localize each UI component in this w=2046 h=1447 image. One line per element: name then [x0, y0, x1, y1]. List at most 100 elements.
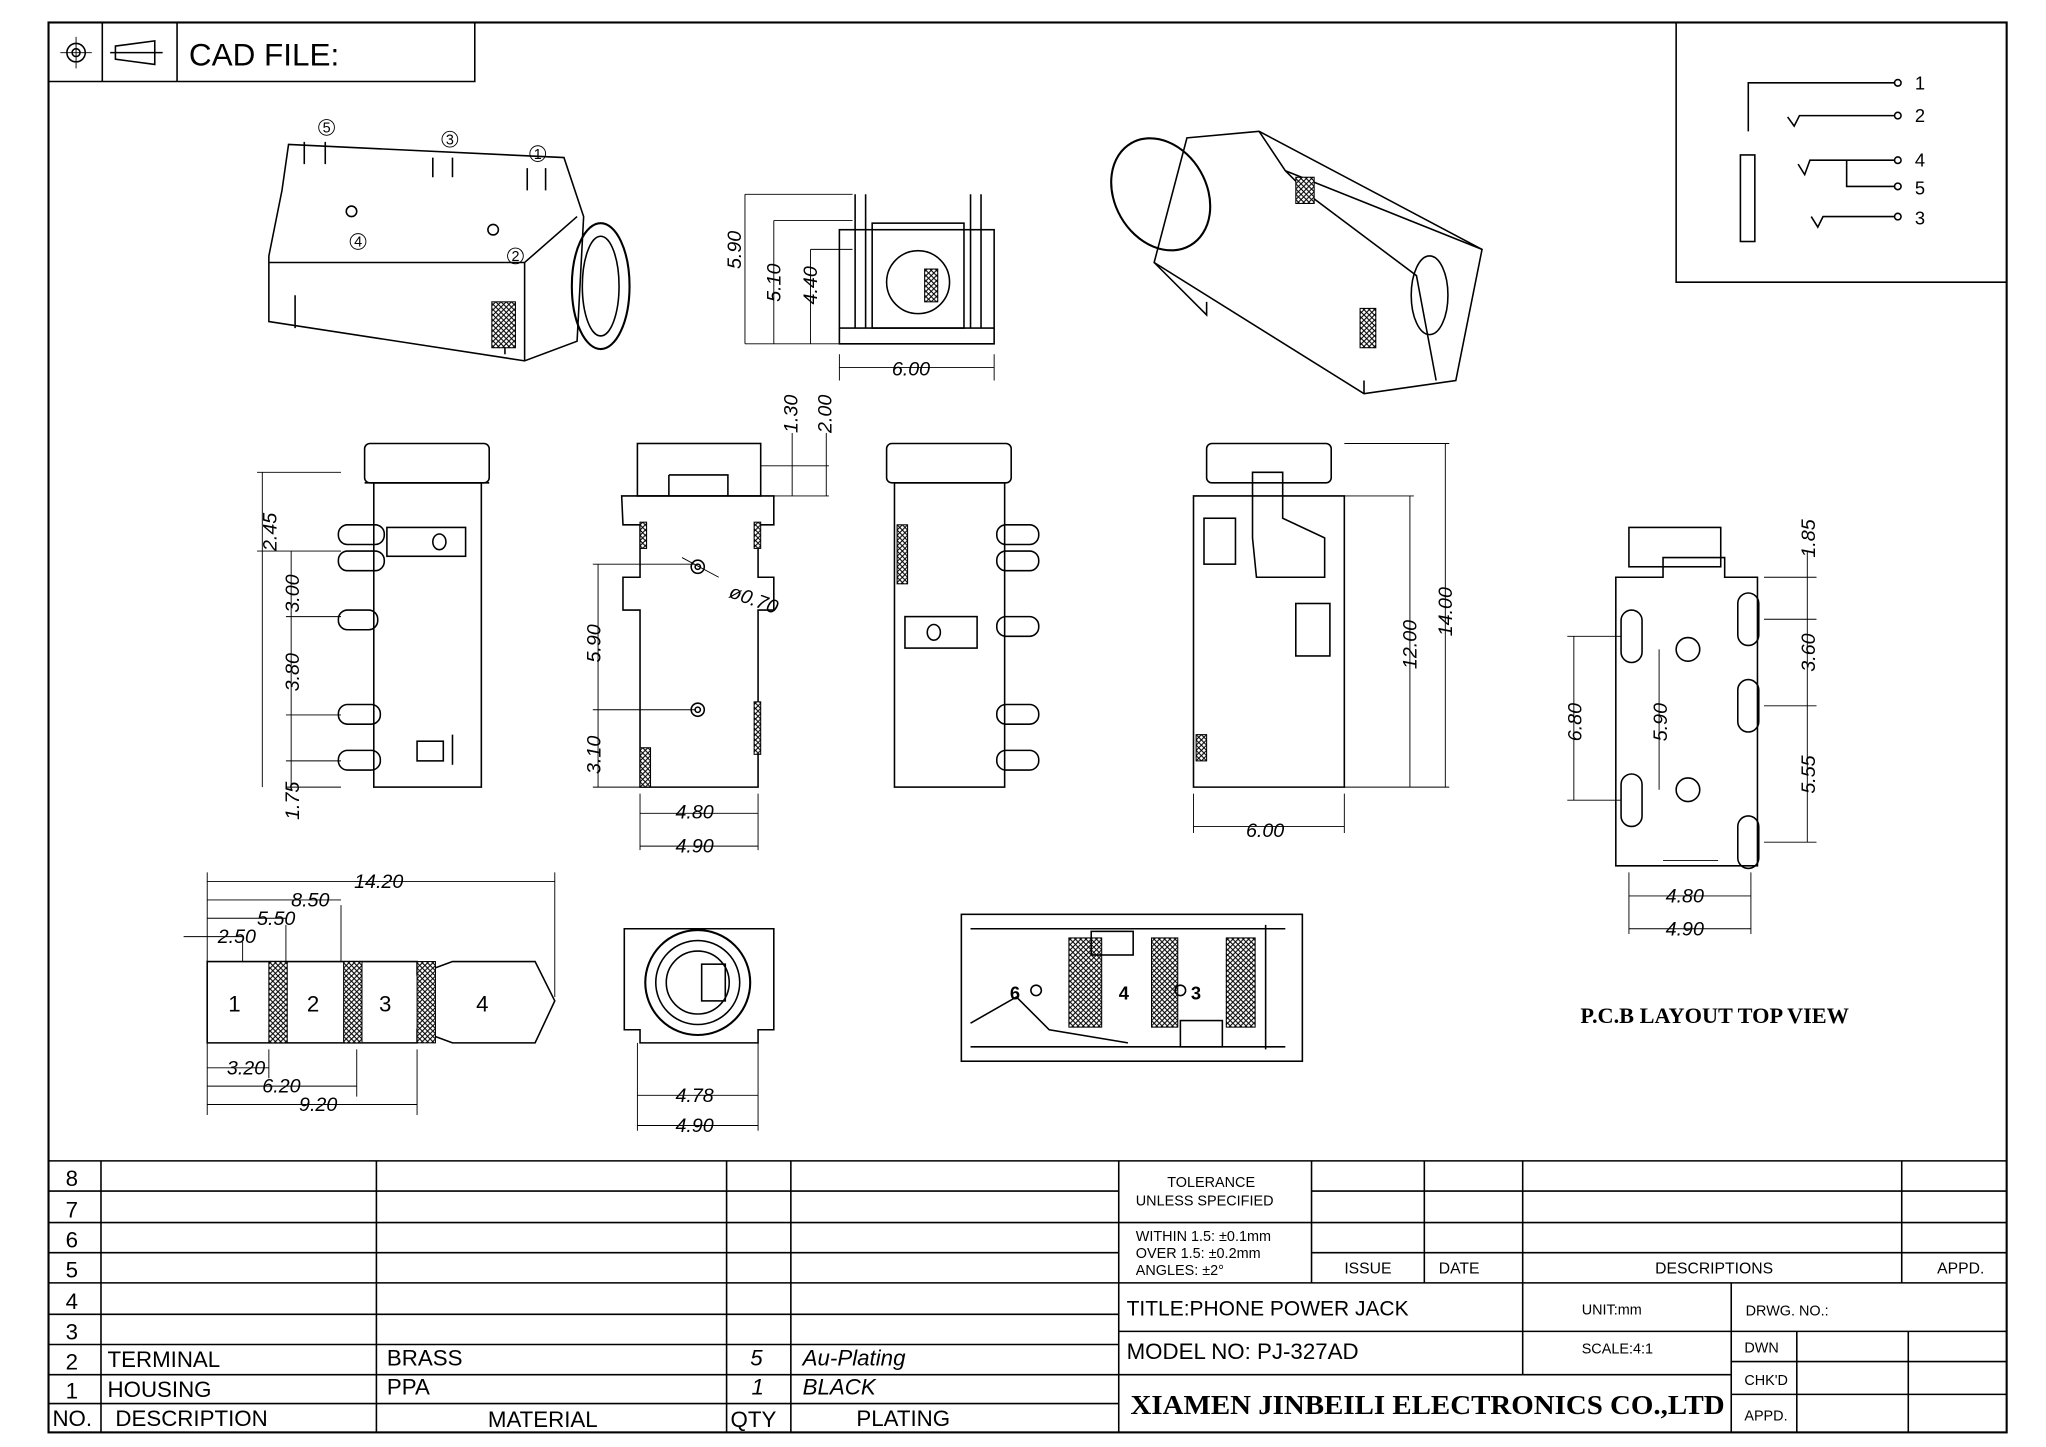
side-view-far-right: 12.00 14.00 6.00 [1192, 442, 1457, 842]
drawing-title: TITLE:PHONE POWER JACK [1127, 1298, 1409, 1321]
dim-label: 4.80 [675, 802, 713, 824]
tolerance-over: OVER 1.5: ±0.2mm [1136, 1246, 1261, 1262]
header-box: CAD FILE: [48, 22, 476, 83]
bom-row-no: 5 [66, 1258, 78, 1283]
plug-segment-label: 1 [228, 991, 240, 1016]
dim-label: 6.20 [262, 1076, 300, 1098]
sheet-border [47, 21, 2008, 1434]
bom-row-no: 7 [66, 1197, 78, 1222]
bom-row-no: 6 [66, 1227, 78, 1252]
dim-label: 2.00 [815, 395, 837, 434]
dim-label: ø0.70 [726, 581, 781, 619]
dim-label: 5.90 [584, 624, 606, 662]
plug-view: 14.20 8.50 5.50 2.50 3.20 6.20 9.20 1 2 … [183, 871, 556, 1116]
tolerance-label: TOLERANCE [1167, 1175, 1255, 1191]
dim-label: 12.00 [1399, 620, 1421, 669]
dim-label: 4.40 [800, 266, 822, 304]
pcb-layout-view: 1.85 3.60 5.55 6.80 5.90 4.80 4.90 P.C.B… [1565, 519, 1849, 1028]
isometric-view-right [1110, 130, 1483, 395]
iso-pin-label: 1 [534, 147, 542, 163]
schematic-pin-2: 2 [1915, 105, 1925, 126]
model-number: MODEL NO: PJ-327AD [1127, 1339, 1359, 1364]
bom-row-desc: TERMINAL [108, 1347, 221, 1372]
bom-row-no: 8 [66, 1166, 78, 1191]
bom-row-desc: HOUSING [108, 1377, 212, 1402]
pin-schematic: 1 2 4 5 3 [1675, 22, 2007, 283]
side-view-right-pins [885, 442, 1040, 788]
dim-label: 1.30 [780, 395, 802, 433]
dim-label: 4.78 [675, 1085, 713, 1107]
dim-label: 3.60 [1798, 633, 1820, 671]
bom-table: 8 7 6 5 4 3 2 TERMINAL BRASS 5 Au-Platin… [48, 1160, 2007, 1433]
dim-label: 4.90 [1666, 918, 1704, 940]
bom-row-material: BRASS [387, 1345, 463, 1370]
plug-segment-label: 4 [476, 991, 488, 1016]
dim-label: 6.00 [892, 358, 930, 380]
schematic-pin-5: 5 [1915, 177, 1925, 198]
iso-pin-label: 4 [354, 235, 362, 251]
bom-header-material: MATERIAL [488, 1407, 598, 1432]
bom-row-material: PPA [387, 1374, 430, 1399]
pcb-layout-title: P.C.B LAYOUT TOP VIEW [1580, 1003, 1849, 1028]
dim-label: 3.20 [227, 1057, 265, 1079]
dim-label: 5.50 [257, 908, 295, 930]
section-label: 6 [1010, 983, 1020, 1004]
dim-label: 5.10 [763, 264, 785, 302]
side-view-left: 2.45 3.00 3.80 1.75 [257, 442, 490, 820]
dim-label: 3.00 [282, 574, 304, 612]
dim-label: 4.90 [675, 836, 713, 858]
dim-label: 5.90 [724, 231, 746, 269]
dim-label: 4.80 [1666, 886, 1704, 908]
scale-label: SCALE:4:1 [1582, 1342, 1653, 1358]
dim-label: 3.80 [282, 653, 304, 691]
bom-row-no: 1 [66, 1378, 78, 1403]
iso-pin-label: 5 [323, 121, 331, 137]
dim-label: 1.75 [282, 782, 304, 820]
drawing-number-label: DRWG. NO.: [1746, 1304, 1829, 1320]
bom-row-no: 3 [66, 1319, 78, 1344]
bom-row-no: 4 [66, 1289, 78, 1314]
descriptions-header: DESCRIPTIONS [1655, 1261, 1773, 1278]
schematic-pin-3: 3 [1915, 207, 1925, 228]
dim-label: 4.90 [675, 1115, 713, 1137]
dim-label: 8.50 [291, 889, 329, 911]
revision-appd-header: APPD. [1937, 1261, 1984, 1278]
cone-symbol-icon [110, 39, 163, 66]
section-label: 4 [1119, 983, 1130, 1004]
company-name: XIAMEN JINBEILI ELECTRONICS CO.,LTD [1131, 1389, 1725, 1420]
dim-label: 3.10 [584, 736, 606, 774]
bom-row-plating: Au-Plating [801, 1345, 906, 1370]
checked-by-label: CHK'D [1744, 1373, 1788, 1389]
schematic-pin-4: 4 [1915, 150, 1925, 171]
dim-label: 14.20 [354, 871, 403, 893]
tolerance-within: WITHIN 1.5: ±0.1mm [1136, 1229, 1271, 1245]
projection-symbol-icon [60, 36, 92, 69]
bom-row-qty: 1 [752, 1374, 764, 1399]
dim-label: 6.00 [1246, 820, 1284, 842]
dim-label: 2.50 [217, 926, 256, 948]
date-header: DATE [1439, 1261, 1480, 1278]
bom-header-no: NO. [52, 1406, 92, 1431]
approved-by-label: APPD. [1744, 1409, 1787, 1425]
isometric-view-left: 5 3 1 4 2 [268, 119, 631, 362]
tolerance-angles: ANGLES: ±2° [1136, 1263, 1224, 1279]
bom-row-qty: 5 [750, 1345, 763, 1370]
bom-header-qty: QTY [731, 1407, 777, 1432]
unit-label: UNIT:mm [1582, 1302, 1642, 1318]
dim-label: 2.45 [260, 513, 282, 552]
cad-file-label: CAD FILE: [189, 38, 339, 73]
bom-row-no: 2 [66, 1349, 78, 1374]
plug-segment-label: 3 [379, 991, 391, 1016]
section-label: 3 [1191, 983, 1201, 1004]
issue-header: ISSUE [1344, 1261, 1391, 1278]
bom-header-description: DESCRIPTION [115, 1406, 267, 1431]
top-view: 5.90 5.10 4.40 6.00 [724, 193, 995, 381]
dim-label: 14.00 [1435, 587, 1457, 636]
section-view: 6 4 3 [960, 913, 1304, 1063]
bom-row-plating: BLACK [803, 1374, 877, 1399]
dim-label: 5.55 [1798, 755, 1820, 793]
title-block: TOLERANCE UNLESS SPECIFIED WITHIN 1.5: ±… [1118, 1160, 2007, 1433]
drawn-by-label: DWN [1744, 1340, 1778, 1356]
schematic-pin-1: 1 [1915, 72, 1925, 93]
